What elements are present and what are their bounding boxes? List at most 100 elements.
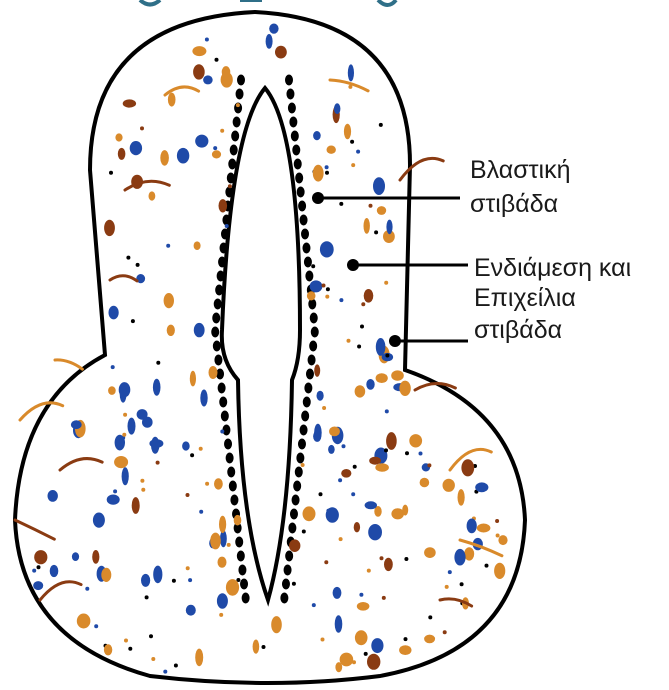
cell-dot <box>385 354 389 358</box>
cell-dot <box>212 150 221 158</box>
cell-dot <box>326 287 330 291</box>
basal-cell-dot <box>304 383 312 394</box>
basal-cell-dot <box>284 565 292 576</box>
cell-dot <box>445 585 449 589</box>
basal-cell-dot <box>211 327 219 338</box>
cell-dot <box>236 103 240 107</box>
basal-cell-dot <box>221 229 229 240</box>
cell-dot <box>380 556 384 560</box>
cell-dot <box>494 563 505 579</box>
cell-dot <box>377 206 386 215</box>
cell-dot <box>348 64 354 81</box>
basal-cell-dot <box>238 565 246 576</box>
cell-dot <box>182 441 190 450</box>
cell-dot <box>366 379 374 390</box>
cell-dot <box>141 488 145 492</box>
cell-dot <box>399 381 410 396</box>
basal-cell-dot <box>214 299 222 310</box>
cell-dot <box>153 379 161 396</box>
cell-dot <box>193 64 205 79</box>
cell-dot <box>367 654 380 670</box>
pointer-dot-layer-3 <box>389 335 401 347</box>
basal-cell-dot <box>213 341 221 352</box>
basal-cell-dot <box>229 481 237 492</box>
cell-dot <box>269 24 278 34</box>
basal-cell-dot <box>226 453 234 464</box>
cell-dot <box>311 264 315 268</box>
cell-dot <box>375 463 389 472</box>
cell-dot <box>132 497 140 514</box>
basal-cell-dot <box>242 593 250 604</box>
label-layer-3-line2: στιβάδα <box>474 316 562 344</box>
basal-cell-dot <box>296 453 304 464</box>
cell-dot <box>167 325 175 336</box>
cell-dot <box>32 569 36 573</box>
cell-dot <box>369 204 373 208</box>
cell-dot <box>266 34 273 49</box>
cell-dot <box>141 574 150 587</box>
cell-dot <box>344 124 351 139</box>
cell-dot <box>317 391 324 401</box>
cell-dot <box>219 199 228 212</box>
cell-dot <box>391 508 404 519</box>
cell-dot <box>374 230 378 234</box>
cell-dot <box>163 670 167 674</box>
cell-dot <box>312 603 316 607</box>
cell-dot <box>496 534 500 538</box>
cell-dot <box>338 478 342 482</box>
cell-dot <box>104 644 112 655</box>
cell-dot <box>186 493 190 497</box>
basal-cell-dot <box>280 593 288 604</box>
cell-dot <box>203 75 213 84</box>
cell-dot <box>320 241 334 257</box>
cell-dot <box>360 325 364 329</box>
basal-cell-dot <box>215 285 223 296</box>
cell-dot <box>371 638 383 653</box>
cell-dot <box>140 126 144 130</box>
cell-dot <box>443 479 455 492</box>
cell-dot <box>122 433 126 437</box>
cell-dot <box>402 505 408 516</box>
basal-cell-dot <box>220 243 228 254</box>
basal-cell-dot <box>228 159 236 170</box>
basal-cell-dot <box>293 481 301 492</box>
cell-dot <box>354 522 360 532</box>
cell-dot <box>424 635 435 644</box>
basal-cell-dot <box>298 439 306 450</box>
cell-dot <box>409 434 422 447</box>
cell-dot <box>351 492 355 496</box>
cell-dot <box>467 519 477 534</box>
cell-dot <box>313 431 321 442</box>
cell-dot <box>130 141 142 155</box>
cell-dot <box>335 615 343 633</box>
basal-cell-dot <box>218 257 226 268</box>
cell-dot <box>461 459 474 476</box>
cell-dot <box>405 451 409 455</box>
cell-dot <box>72 552 79 561</box>
cell-dot <box>190 453 194 457</box>
cell-dot <box>364 289 374 303</box>
cell-dot <box>310 280 323 292</box>
basal-cell-dot <box>227 467 235 478</box>
cell-dot <box>253 640 260 654</box>
basal-cell-dot <box>214 355 222 366</box>
cell-dot <box>108 386 116 395</box>
cell-dot <box>302 530 306 534</box>
cell-dot <box>379 123 383 127</box>
cell-dot <box>376 338 386 356</box>
basal-cell-dot <box>230 145 238 156</box>
cell-dot <box>128 418 136 435</box>
cell-dot <box>357 345 361 349</box>
basal-cell-dot <box>219 397 227 408</box>
basal-cell-dot <box>227 173 235 184</box>
cell-dot <box>289 539 300 552</box>
cell-dot <box>215 58 219 62</box>
cell-dot <box>219 516 226 533</box>
basal-cell-dot <box>230 495 238 506</box>
cell-dot <box>352 660 356 664</box>
cell-dot <box>448 570 452 574</box>
cell-dot <box>222 66 231 78</box>
basal-cell-dot <box>300 425 308 436</box>
cell-dot <box>172 579 176 583</box>
